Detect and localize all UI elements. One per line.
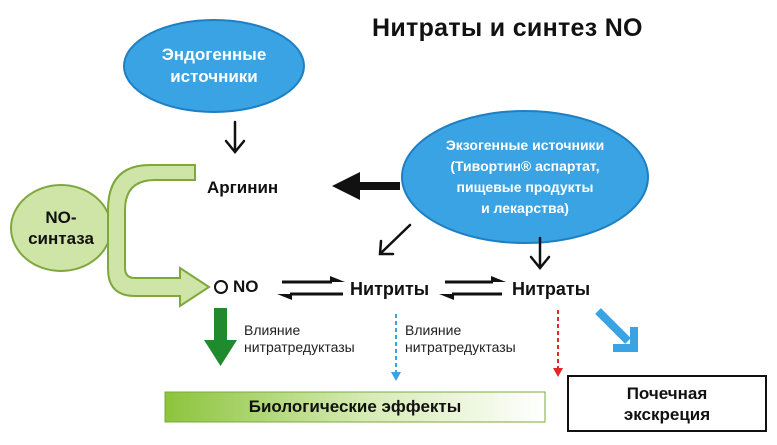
renal-excretion-arrow [595,308,638,352]
exogenous-sources-label: Экзогенные источники (Тивортин® аспартат… [410,135,640,219]
biological-effects-box [164,391,546,423]
red-dashed-arrow [553,310,563,377]
no-synthase-label: NO- синтаза [16,207,106,249]
diagram-title: Нитраты и синтез NO [372,14,643,42]
nitrate-reductase-label-2: Влияние нитратредуктазы [405,322,516,356]
renal-excretion-label: Почечная экскреция [568,383,766,425]
exogenous-line-4: и лекарства) [481,200,569,216]
synthesis-hook-arrow [107,164,211,308]
node-nitrates: Нитраты [512,279,591,299]
green-arrow-to-effects [204,308,237,366]
exogenous-sources-bubble [401,110,649,244]
influence-2-line-1: Влияние [405,322,462,338]
equilibrium-no-nitrites [277,276,345,300]
influence-1-line-2: нитратредуктазы [244,339,355,355]
exogenous-line-2: (Тивортин® аспартат, [450,158,600,174]
no-synthase-line-2: синтаза [28,229,94,248]
influence-2-line-2: нитратредуктазы [405,339,516,355]
biological-effects-label: Биологические эффекты [248,397,462,416]
endogenous-line-2: источники [170,67,258,86]
arrow-exogenous-to-nitrates [529,236,551,270]
endogenous-line-1: Эндогенные [161,45,267,64]
node-nitrites: Нитриты [350,279,430,299]
no-radical-circle [214,280,228,294]
arrow-exogenous-to-nitrites [378,223,412,256]
renal-excretion-box [567,375,767,432]
endogenous-sources-bubble [123,19,305,113]
influence-1-line-1: Влияние [244,322,301,338]
blue-dashed-arrow [391,314,401,381]
node-arginine: Аргинин [207,178,279,197]
exogenous-line-1: Экзогенные источники [445,137,605,153]
endogenous-sources-label: Эндогенные источники [134,44,294,88]
renal-line-2: экскреция [623,405,711,424]
arrow-endogenous-to-arginine [224,120,246,154]
renal-line-1: Почечная [626,384,708,403]
no-synthase-line-1: NO- [45,208,77,227]
arrow-exogenous-to-arginine [332,172,400,200]
nitrate-reductase-label-1: Влияние нитратредуктазы [244,322,355,356]
equilibrium-nitrites-nitrates [439,276,506,300]
exogenous-line-3: пищевые продукты [456,179,594,195]
node-no: NO [233,277,259,296]
